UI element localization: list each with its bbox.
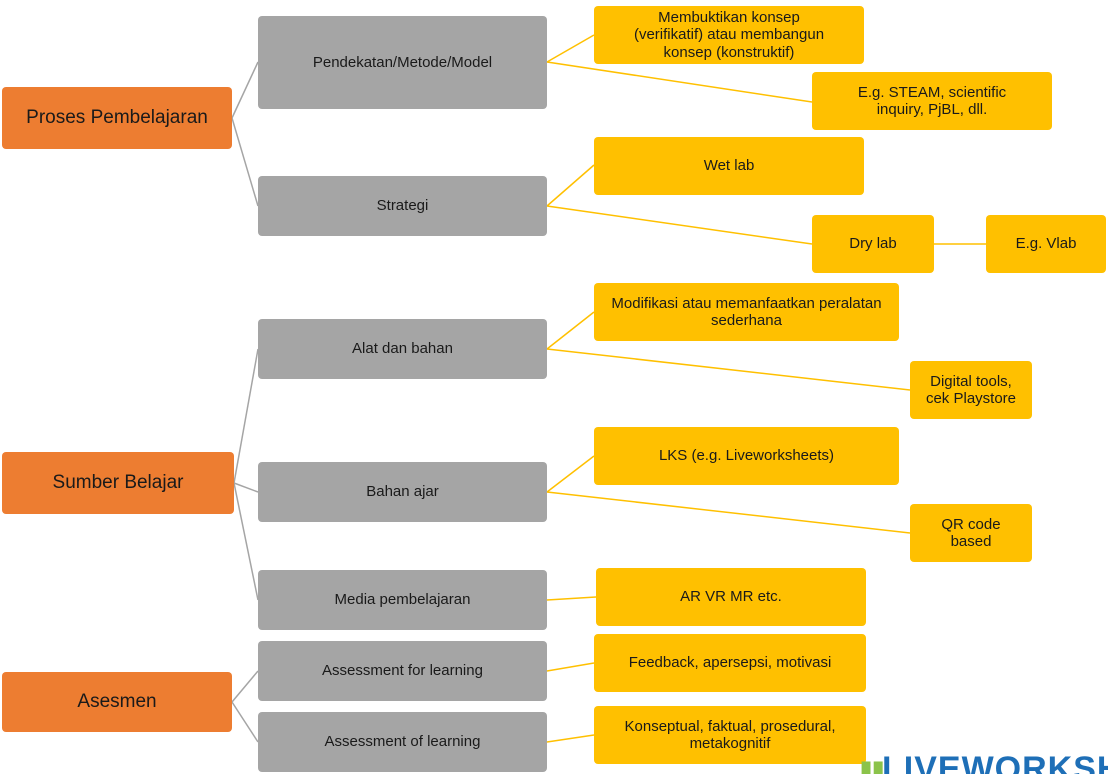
- sub-label: Bahan ajar: [366, 483, 439, 501]
- sub-label: Assessment of learning: [324, 733, 481, 751]
- leaf-label: Feedback, apersepsi, motivasi: [628, 654, 832, 672]
- sub-label: Alat dan bahan: [352, 340, 453, 358]
- leaf-label: E.g. STEAM, scientific inquiry, PjBL, dl…: [857, 83, 1007, 118]
- category-asesmen: Asesmen: [2, 672, 232, 732]
- sub-assessment-for-learning: Assessment for learning: [258, 641, 547, 701]
- leaf-feedback: Feedback, apersepsi, motivasi: [594, 634, 866, 692]
- leaf-label: LKS (e.g. Liveworksheets): [658, 447, 835, 465]
- leaf-label: Dry lab: [849, 235, 897, 253]
- category-label: Asesmen: [77, 691, 157, 713]
- leaf-label: Wet lab: [703, 157, 755, 175]
- leaf-wet-lab: Wet lab: [594, 137, 864, 195]
- leaf-label: Membuktikan konsep (verifikatif) atau me…: [633, 9, 825, 61]
- leaf-qr-code: QR code based: [910, 504, 1032, 562]
- category-label: Proses Pembelajaran: [26, 107, 208, 129]
- sub-media-pembelajaran: Media pembelajaran: [258, 570, 547, 630]
- leaf-label: Digital tools, cek Playstore: [925, 372, 1017, 407]
- leaf-membuktikan-konsep: Membuktikan konsep (verifikatif) atau me…: [594, 6, 864, 64]
- watermark-text: LIVEWORKSHEETS: [882, 750, 1108, 774]
- sub-label: Strategi: [376, 197, 429, 215]
- leaf-vlab: E.g. Vlab: [986, 215, 1106, 273]
- leaf-label: Konseptual, faktual, prosedural, metakog…: [624, 717, 836, 752]
- leaf-dry-lab: Dry lab: [812, 215, 934, 273]
- leaf-ar-vr-mr: AR VR MR etc.: [596, 568, 866, 626]
- leaf-modifikasi-peralatan: Modifikasi atau memanfaatkan peralatan s…: [594, 283, 899, 341]
- leaf-label: Modifikasi atau memanfaatkan peralatan s…: [611, 294, 882, 329]
- sub-label: Media pembelajaran: [334, 591, 471, 609]
- sub-assessment-of-learning: Assessment of learning: [258, 712, 547, 772]
- sub-bahan-ajar: Bahan ajar: [258, 462, 547, 522]
- leaf-label: E.g. Vlab: [1015, 235, 1077, 253]
- leaf-digital-tools: Digital tools, cek Playstore: [910, 361, 1032, 419]
- liveworksheets-watermark: ▮▮ LIVEWORKSHEETS: [858, 736, 1108, 774]
- category-proses-pembelajaran: Proses Pembelajaran: [2, 87, 232, 149]
- leaf-label: AR VR MR etc.: [680, 588, 782, 606]
- leaf-lks: LKS (e.g. Liveworksheets): [594, 427, 899, 485]
- leaf-label: QR code based: [941, 515, 1001, 550]
- leaf-steam-examples: E.g. STEAM, scientific inquiry, PjBL, dl…: [812, 72, 1052, 130]
- category-label: Sumber Belajar: [52, 472, 184, 494]
- sub-label: Assessment for learning: [322, 662, 483, 680]
- logo-mark-icon: ▮▮: [860, 756, 885, 774]
- sub-strategi: Strategi: [258, 176, 547, 236]
- sub-label: Pendekatan/Metode/Model: [312, 53, 493, 71]
- sub-pendekatan-metode-model: Pendekatan/Metode/Model: [258, 16, 547, 109]
- sub-alat-dan-bahan: Alat dan bahan: [258, 319, 547, 379]
- category-sumber-belajar: Sumber Belajar: [2, 452, 234, 514]
- leaf-konseptual: Konseptual, faktual, prosedural, metakog…: [594, 706, 866, 764]
